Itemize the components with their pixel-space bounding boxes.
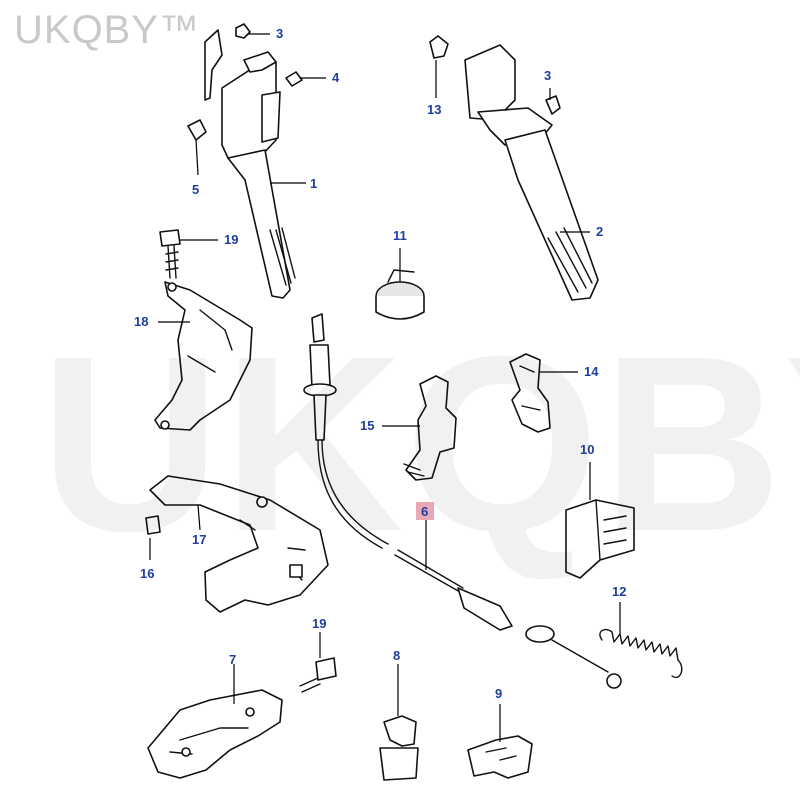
callout-8: 8 (393, 648, 400, 663)
bolt-19-top (159, 229, 181, 279)
callout-4: 4 (332, 70, 340, 85)
callout-18: 18 (134, 314, 148, 329)
callout-6: 6 (421, 504, 428, 519)
clip-9 (467, 735, 533, 779)
bracket-18 (154, 281, 253, 431)
guide-10 (565, 499, 635, 579)
callout-5: 5 (192, 182, 199, 197)
callouts: 3 4 5 1 2 3 13 19 18 11 14 15 10 6 12 17… (134, 26, 626, 701)
spring-12 (599, 628, 683, 679)
callout-3a: 3 (276, 26, 283, 41)
callout-6-highlight (416, 502, 434, 520)
callout-3b: 3 (544, 68, 551, 83)
throttle-cable (303, 313, 622, 689)
callout-10: 10 (580, 442, 594, 457)
callout-15: 15 (360, 418, 374, 433)
pedal-right (429, 35, 599, 301)
callout-11: 11 (393, 228, 407, 243)
clip-15 (403, 375, 457, 481)
callout-9: 9 (495, 686, 502, 701)
callout-13: 13 (427, 102, 441, 117)
clip-14 (509, 353, 551, 433)
callout-1: 1 (310, 176, 317, 191)
clip-8 (379, 715, 419, 781)
bolt-19-bottom (299, 657, 337, 693)
bracket-17 (145, 475, 329, 613)
center-watermark: UKQBY™ (40, 304, 800, 583)
callout-17: 17 (192, 532, 206, 547)
leader-lines (149, 33, 621, 742)
bracket-7 (147, 689, 283, 779)
brand-watermark: UKQBY™ (14, 8, 201, 52)
callout-2: 2 (596, 224, 603, 239)
callout-19a: 19 (224, 232, 238, 247)
pedal-left (187, 23, 303, 299)
callout-12: 12 (612, 584, 626, 599)
callout-16: 16 (140, 566, 154, 581)
bushing-11 (375, 269, 425, 320)
callout-7: 7 (229, 652, 236, 667)
callout-14: 14 (584, 364, 599, 379)
callout-19b: 19 (312, 616, 326, 631)
